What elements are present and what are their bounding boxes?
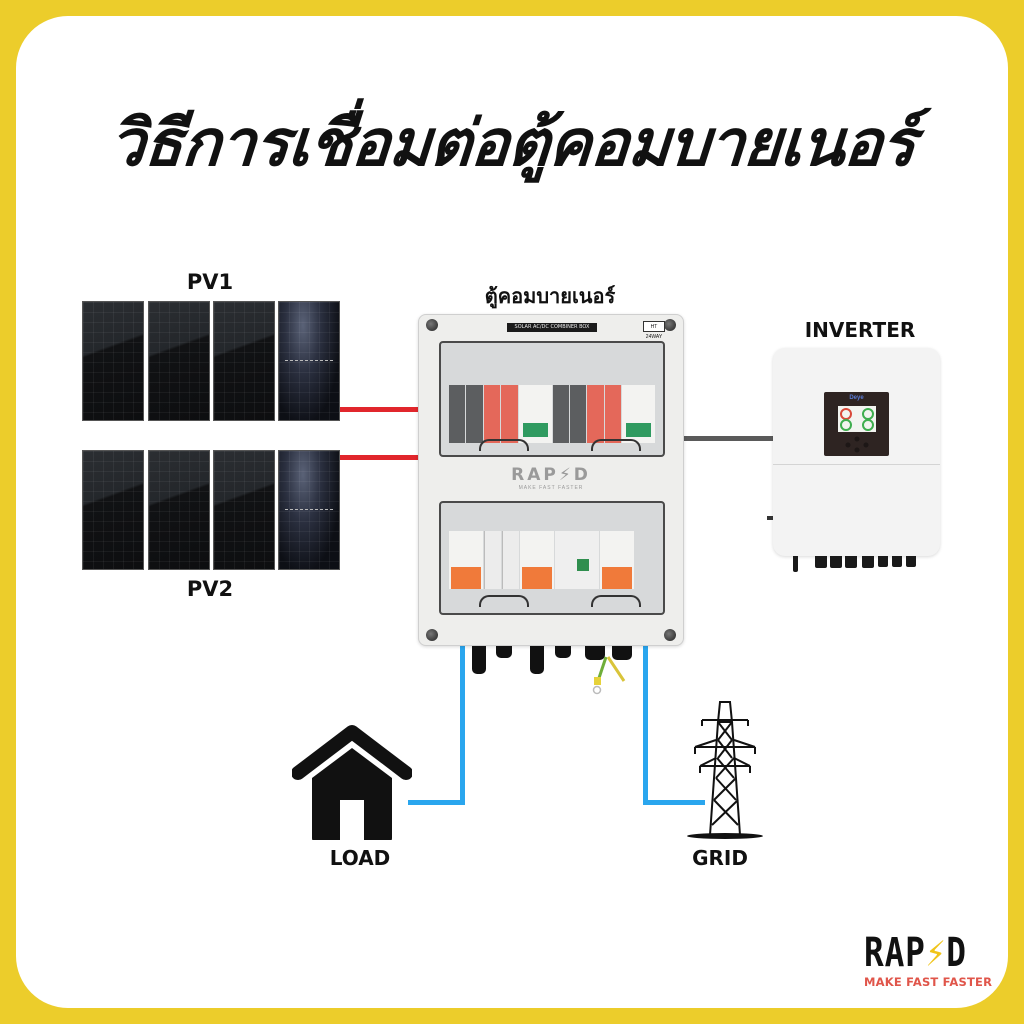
combiner-label: ตู้คอมบายเนอร์	[484, 284, 616, 308]
fuse-holder	[449, 385, 466, 443]
solar-panel-icon	[213, 450, 275, 570]
ground-wire-icon	[592, 656, 626, 695]
cable-gland-icon	[496, 646, 512, 658]
rapid-logo: RAP⚡D MAKE FAST FASTER	[864, 933, 993, 989]
ac-breaker	[449, 531, 483, 589]
combiner-nameplate: SOLAR AC/DC COMBINER BOX	[507, 323, 597, 332]
cable-gland-icon	[555, 646, 571, 658]
screw-icon	[664, 319, 676, 331]
logo-word-right: D	[946, 930, 967, 976]
inverter-lcd	[838, 406, 876, 432]
inverter-connector	[830, 556, 842, 568]
inverter-connector	[845, 556, 857, 568]
combiner-box: SOLAR AC/DC COMBINER BOX HT 24WAY RAP⚡D …	[418, 314, 684, 646]
pv1-wire	[340, 407, 420, 412]
breaker-toggle	[522, 567, 552, 589]
breaker-toggle	[577, 559, 589, 571]
logo-tagline: MAKE FAST FASTER	[864, 975, 993, 989]
surge-protector	[484, 531, 501, 589]
surge-protector	[501, 385, 518, 443]
combiner-brand: RAP⚡D	[511, 465, 591, 485]
mc4-connector-icon	[472, 646, 486, 674]
solar-panel-icon	[278, 301, 340, 421]
inverter-connector	[862, 556, 874, 568]
inverter-connector	[906, 556, 916, 567]
ac-breaker	[600, 531, 634, 589]
breaker-toggle	[522, 423, 548, 437]
dc-compartment	[439, 341, 665, 457]
inverter-display: Deye	[824, 392, 889, 456]
solar-panel-icon	[213, 301, 275, 421]
cover-handle	[591, 439, 641, 451]
solar-panel-icon	[148, 450, 210, 570]
inverter-connector	[878, 556, 888, 567]
inverter-connector	[793, 556, 798, 572]
gauge-icon	[840, 408, 874, 431]
inverter: Deye	[773, 348, 940, 556]
page-title: วิธีการเชื่อมต่อตู้คอมบายเนอร์	[106, 107, 918, 181]
solar-panel-icon	[278, 450, 340, 570]
cable-gland-icon	[585, 646, 605, 660]
cover-handle	[479, 595, 529, 607]
ac-breaker	[520, 531, 554, 589]
inverter-wire	[680, 436, 774, 441]
surge-protector	[604, 385, 622, 443]
cover-handle	[479, 439, 529, 451]
surge-protector	[502, 531, 519, 589]
load-wire-horizontal	[408, 800, 465, 805]
surge-protector	[587, 385, 604, 443]
lightning-bolt-icon: ⚡	[925, 930, 947, 976]
inverter-label: INVERTER	[804, 318, 916, 342]
rcd-breaker	[555, 531, 599, 589]
grid-wire-vertical	[643, 646, 648, 805]
breaker-toggle	[626, 423, 652, 437]
dc-breaker-rail	[449, 385, 656, 443]
fuse-holder	[466, 385, 483, 443]
solar-panel-icon	[82, 450, 144, 570]
surge-protector	[483, 385, 501, 443]
combiner-tag: HT 24WAY	[643, 321, 665, 340]
screw-icon	[664, 629, 676, 641]
inverter-side-port	[767, 516, 773, 520]
mc4-connector-icon	[530, 646, 544, 674]
pv1-label: PV1	[186, 270, 234, 294]
house-icon	[292, 725, 412, 840]
logo-wordmark: RAP⚡D	[864, 933, 966, 973]
screw-icon	[426, 629, 438, 641]
solar-panel-icon	[82, 301, 144, 421]
ac-compartment	[439, 501, 665, 615]
cover-handle	[591, 595, 641, 607]
dc-breaker	[518, 385, 552, 443]
screw-icon	[426, 319, 438, 331]
logo-word-left: RAP	[864, 930, 926, 976]
inverter-divider	[773, 464, 940, 465]
combiner-brand-tagline: MAKE FAST FASTER	[518, 485, 584, 491]
solar-panel-icon	[148, 301, 210, 421]
inverter-connector	[892, 556, 902, 567]
load-label: LOAD	[329, 846, 391, 870]
inverter-brand: Deye	[849, 395, 864, 401]
breaker-toggle	[451, 567, 481, 589]
transmission-tower-icon	[687, 701, 763, 839]
pv2-label: PV2	[186, 577, 234, 601]
dc-breaker	[622, 385, 656, 443]
cable-gland-icon	[612, 646, 632, 660]
fuse-holder	[569, 385, 587, 443]
fuse-holder	[552, 385, 569, 443]
grid-wire-horizontal	[643, 800, 705, 805]
load-wire-vertical	[460, 646, 465, 805]
inverter-buttons	[845, 436, 869, 453]
grid-label: GRID	[692, 846, 748, 870]
pv2-wire	[340, 455, 420, 460]
inverter-connector	[815, 556, 827, 568]
breaker-toggle	[602, 567, 632, 589]
ac-breaker-rail	[449, 531, 655, 589]
